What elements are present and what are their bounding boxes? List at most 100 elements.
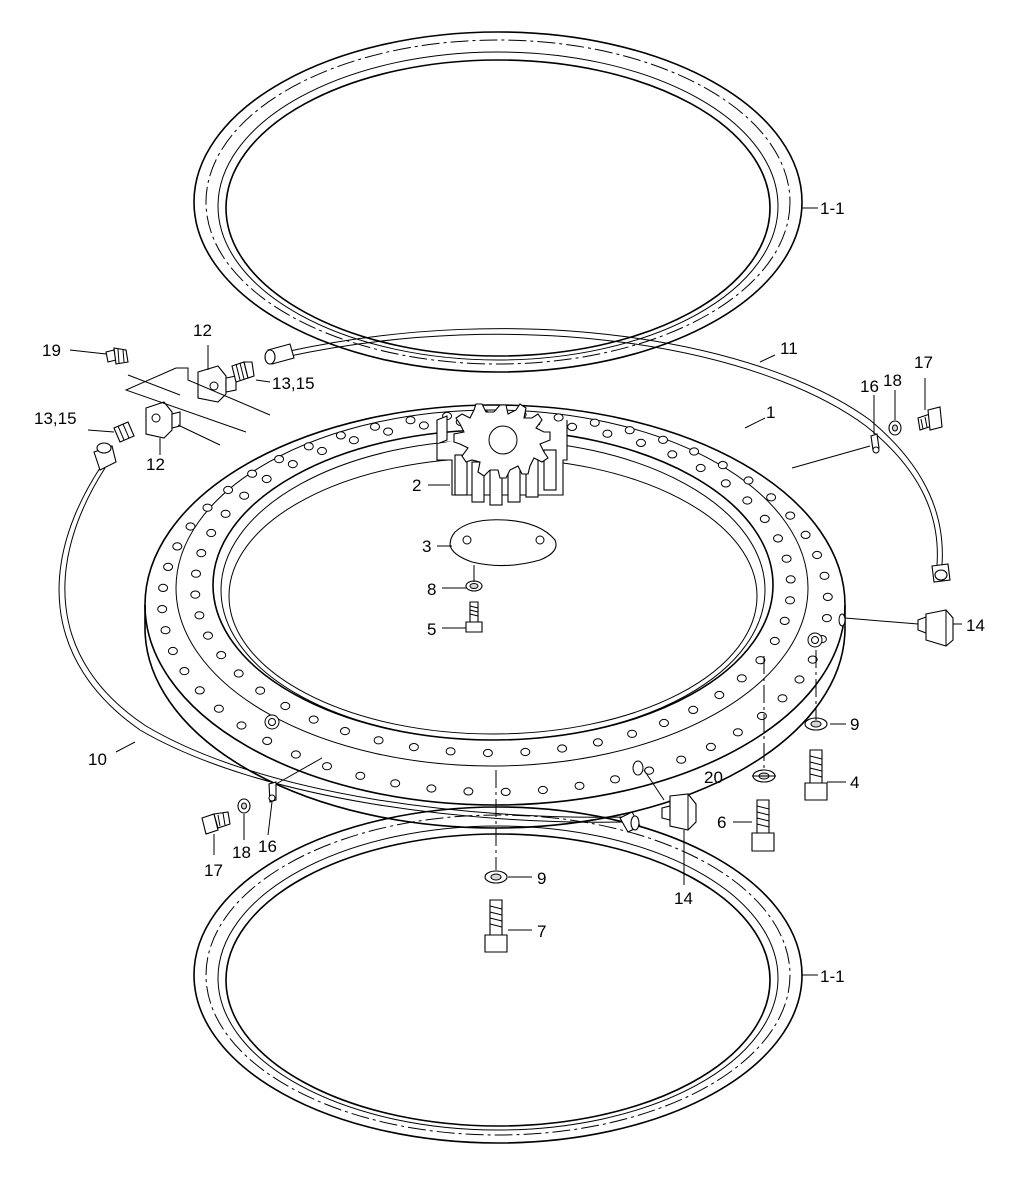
inner-bolt-hole [308, 715, 319, 724]
inner-bolt-hole [203, 631, 213, 640]
inner-bolt-hole [773, 534, 783, 543]
inner-bolt-hole [194, 611, 205, 620]
washer-8 [465, 580, 483, 592]
outer-bolt-hole [172, 542, 183, 551]
outer-bolt-hole [807, 655, 818, 664]
leader-lines [69, 207, 962, 976]
outer-bolt-hole [463, 787, 474, 796]
inner-bolt-hole [759, 514, 770, 524]
inner-bolt-hole [233, 669, 244, 678]
elbow-fitting-14-bottom [661, 793, 697, 831]
outer-bolt-hole [355, 771, 366, 780]
inner-bolt-hole [196, 549, 207, 558]
label-washer-18-right: 18 [883, 371, 902, 390]
inner-bolt-hole [755, 656, 766, 665]
washer-18-right [888, 420, 902, 436]
fitting-13-15-left [113, 421, 135, 443]
inner-bolt-hole [520, 747, 531, 757]
inner-bolt-hole [408, 743, 419, 752]
outer-bolt-hole [335, 431, 346, 440]
outer-bolt-hole [777, 694, 788, 703]
outer-bolt-hole [676, 755, 687, 764]
inner-bolt-hole [688, 705, 699, 715]
outer-bolt-hole [158, 583, 169, 593]
cover-plate [449, 519, 557, 567]
outer-bolt-hole [553, 413, 564, 422]
outer-bolt-hole [405, 416, 416, 425]
grease-nipple-19 [105, 347, 129, 365]
inner-bolt-hole [287, 460, 298, 469]
outer-bolt-hole [756, 711, 767, 721]
inner-bolt-hole [567, 422, 578, 431]
label-elbow-12-top: 12 [193, 321, 212, 340]
inner-bolt-hole [317, 446, 327, 456]
hose-10-end-fitting-bottom [619, 811, 641, 833]
label-fitting-13-15-top: 13,15 [272, 374, 315, 393]
inner-bolt-hole [769, 636, 780, 646]
bolt-7 [484, 899, 508, 953]
pinion-gear [436, 403, 568, 506]
inner-bolt-hole [482, 748, 493, 758]
elbow-fitting-14-right [917, 609, 954, 647]
screw-17-right [917, 406, 943, 431]
inner-bolt-hole [742, 496, 753, 505]
outer-bolt-hole [167, 646, 178, 656]
label-bolt-4: 4 [850, 773, 859, 792]
outer-bolt-hole [500, 787, 511, 797]
outer-bolt-hole [223, 485, 234, 495]
inner-bolt-hole [220, 509, 231, 518]
washer-18-left [237, 798, 251, 814]
outer-bolt-hole [426, 784, 437, 793]
outer-bolt-hole [800, 530, 811, 540]
label-screw-17-right: 17 [914, 353, 933, 372]
bolt-6 [751, 799, 775, 852]
inner-bolt-hole [373, 736, 384, 745]
inner-bolt-hole [695, 463, 706, 473]
outer-bolt-hole [574, 781, 585, 790]
label-clamp-16-left: 16 [258, 837, 277, 856]
inner-bolt-hole [785, 575, 796, 584]
elbow-fitting-12-top [197, 365, 237, 403]
outer-bolt-hole [202, 503, 213, 512]
hose-11-end-fitting-bottom [931, 563, 951, 583]
inner-bolt-hole [736, 674, 747, 683]
hose-10-end-fitting-top [93, 442, 117, 471]
hose-10 [58, 442, 641, 833]
outer-bolt-hole [163, 562, 174, 572]
label-ring-top: 1-1 [820, 199, 845, 218]
outer-bolt-hole [236, 721, 247, 730]
bearing-inner-holes [190, 416, 796, 758]
label-washer-18-left: 18 [232, 843, 251, 862]
outer-bolt-hole [794, 675, 805, 684]
label-pinion: 2 [412, 476, 421, 495]
outer-bolt-hole [705, 742, 716, 752]
label-washer-20: 20 [704, 768, 723, 787]
outer-bolt-hole [589, 418, 600, 427]
inner-bolt-hole [239, 491, 250, 500]
inner-bolt-hole [781, 554, 792, 563]
outer-bolt-hole [274, 455, 285, 464]
inner-bolt-hole [216, 651, 227, 660]
outer-bolt-hole [370, 422, 380, 431]
inner-bolt-hole [592, 738, 603, 747]
outer-bolt-hole [213, 704, 224, 713]
inner-bolt-hole [602, 429, 613, 438]
part-labels: 1-1 1-1 1 2 3 4 5 6 7 8 9 9 10 11 12 12 … [34, 199, 985, 986]
outer-bolt-hole [812, 550, 823, 560]
seal-ring-bottom [193, 806, 803, 1144]
inner-bolt-hole [206, 528, 217, 538]
bolt-4 [804, 749, 828, 801]
outer-bolt-hole [819, 571, 830, 580]
outer-bolt-hole [689, 447, 700, 456]
label-washer-9-right: 9 [850, 715, 859, 734]
outer-bolt-hole [247, 469, 258, 478]
label-bolt-6: 6 [717, 813, 726, 832]
inner-bolt-hole [340, 727, 350, 736]
label-clamp-16-right: 16 [860, 377, 879, 396]
outer-bolt-hole [179, 667, 190, 676]
inner-bolt-hole [720, 479, 731, 488]
hose-11 [264, 328, 951, 583]
outer-bolt-hole [785, 511, 796, 520]
seal-ring-top [193, 31, 803, 373]
